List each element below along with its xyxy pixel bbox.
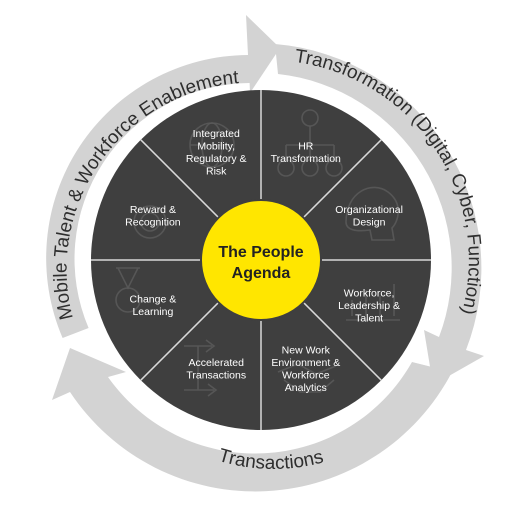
- segment-label-line: Recognition: [125, 216, 181, 228]
- segment-label-line: Risk: [206, 166, 227, 178]
- segment-label-line: Organizational: [335, 204, 403, 216]
- segment-divider: [302, 139, 382, 219]
- head-icon: [345, 186, 400, 241]
- org-chart-icon: [277, 109, 343, 177]
- segment-label-line: HR: [298, 141, 314, 153]
- segment-label-workforce-leadership-talent: Workforce,Leadership &Talent: [338, 287, 400, 324]
- globe-icon: [189, 122, 235, 168]
- segment-label-line: Integrated: [193, 128, 240, 140]
- outer-ring: [46, 15, 484, 492]
- ring-arc-enablement: [46, 15, 281, 338]
- segment-label-line: Reward &: [130, 204, 176, 216]
- segment-label-line: Transformation: [271, 153, 341, 165]
- segment-label-change-learning: Change &Learning: [130, 294, 177, 319]
- medal-icon: [115, 267, 141, 313]
- segment-label-line: Leadership &: [338, 300, 400, 312]
- segment-label-line: Design: [353, 216, 386, 228]
- center-circle: [200, 199, 322, 321]
- segment-divider: [302, 301, 382, 381]
- handshake-icon: [277, 363, 337, 393]
- ring-arc-transformation: [275, 44, 484, 385]
- flow-icon: [184, 339, 218, 397]
- segment-icons: [115, 109, 400, 397]
- segment-label-line: Transactions: [186, 369, 246, 381]
- segment-label-reward-recognition: Reward &Recognition: [125, 204, 181, 229]
- segment-label-line: Workforce,: [344, 287, 395, 299]
- segment-label-line: Analytics: [285, 382, 327, 394]
- center-title-line2: Agenda: [232, 265, 291, 282]
- segment-label-line: New Work: [282, 344, 331, 356]
- segment-divider: [140, 301, 220, 381]
- segment-label-line: Workforce: [282, 369, 330, 381]
- segment-divider: [140, 139, 220, 219]
- center-title-line1: The People: [218, 244, 303, 261]
- chart-icon: [346, 284, 400, 321]
- target-icon: [133, 205, 167, 239]
- segment-label-line: Mobility,: [197, 141, 235, 153]
- segment-label-line: Talent: [355, 312, 383, 324]
- ring-arc-transactions: [52, 348, 452, 492]
- segment-label-line: Change &: [130, 294, 177, 306]
- segment-label-line: Regulatory &: [186, 153, 247, 165]
- segment-dividers: [91, 90, 431, 430]
- segment-label-line: Accelerated: [188, 357, 244, 369]
- segment-label-line: Learning: [132, 306, 173, 318]
- segment-label-line: Environment &: [271, 357, 340, 369]
